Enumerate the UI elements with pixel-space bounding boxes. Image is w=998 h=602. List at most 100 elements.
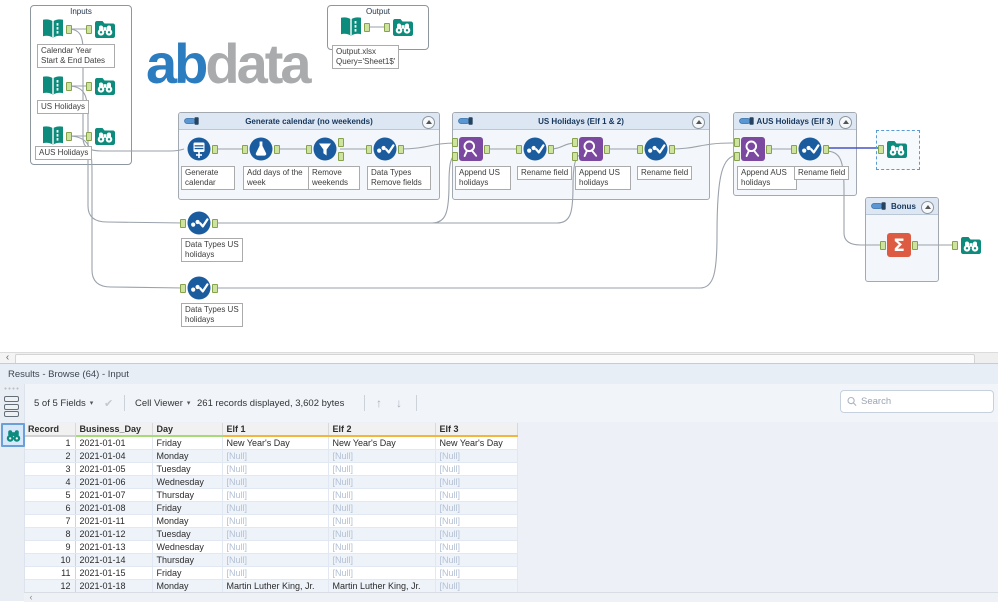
find-replace-tool[interactable] (734, 136, 772, 162)
select-tool[interactable] (637, 136, 675, 162)
table-cell[interactable]: Monday (152, 514, 223, 528)
table-cell[interactable]: [Null] (222, 475, 329, 489)
table-cell[interactable]: [Null] (435, 553, 518, 567)
tool-annotation[interactable]: Rename field (517, 166, 573, 180)
tool-annotation[interactable]: Append AUS holidays (737, 166, 797, 190)
table-cell[interactable]: [Null] (328, 566, 436, 580)
table-cell[interactable]: Friday (152, 501, 223, 515)
tool-annotation[interactable]: Append US holidays (455, 166, 511, 190)
table-cell[interactable]: [Null] (435, 449, 518, 463)
table-cell[interactable]: Friday (152, 566, 223, 580)
browse-tool[interactable] (384, 14, 416, 40)
tool-annotation[interactable]: Data Types Remove fields (367, 166, 431, 190)
table-cell[interactable]: Thursday (152, 553, 223, 567)
search-box[interactable] (840, 390, 994, 413)
select-tool[interactable] (791, 136, 829, 162)
table-cell[interactable]: [Null] (328, 527, 436, 541)
table-cell[interactable]: [Null] (328, 462, 436, 476)
table-cell[interactable]: [Null] (435, 540, 518, 554)
table-cell[interactable]: 2021-01-12 (75, 527, 153, 541)
arrow-up-icon[interactable]: ↑ (376, 396, 382, 410)
column-header[interactable]: Elf 1 (222, 423, 329, 437)
table-cell[interactable]: [Null] (435, 501, 518, 515)
table-cell[interactable]: [Null] (328, 540, 436, 554)
table-cell[interactable]: [Null] (435, 488, 518, 502)
column-header[interactable]: Record (24, 423, 76, 437)
collapse-button[interactable] (692, 115, 705, 129)
table-cell[interactable]: [Null] (328, 514, 436, 528)
summarize-tool[interactable] (880, 232, 918, 258)
select-tool[interactable] (516, 136, 554, 162)
table-cell[interactable]: 2021-01-18 (75, 579, 153, 592)
tool-annotation[interactable]: Rename field (794, 166, 850, 180)
table-cell[interactable]: Martin Luther King, Jr. (222, 579, 329, 592)
table-cell[interactable]: 2021-01-06 (75, 475, 153, 489)
table-cell[interactable]: 5 (24, 488, 76, 502)
tool-annotation[interactable]: Data Types US holidays (181, 303, 243, 327)
find-replace-tool[interactable] (572, 136, 610, 162)
search-input[interactable] (861, 396, 993, 407)
table-cell[interactable]: [Null] (222, 540, 329, 554)
collapse-button[interactable] (839, 115, 852, 129)
table-cell[interactable]: 2021-01-01 (75, 436, 153, 450)
table-cell[interactable]: 2021-01-07 (75, 488, 153, 502)
table-cell[interactable]: Wednesday (152, 540, 223, 554)
collapse-button[interactable] (921, 200, 934, 214)
column-header[interactable]: Day (152, 423, 223, 437)
table-cell[interactable]: [Null] (435, 566, 518, 580)
formula-tool[interactable] (242, 136, 280, 162)
tool-annotation[interactable]: Data Types US holidays (181, 238, 243, 262)
tool-annotation[interactable]: US Holidays (37, 100, 90, 114)
column-header[interactable]: Business_Day (75, 423, 153, 437)
browse-tool-selected[interactable] (878, 136, 910, 162)
table-cell[interactable]: [Null] (222, 488, 329, 502)
table-cell[interactable]: Monday (152, 449, 223, 463)
table-cell[interactable]: [Null] (222, 462, 329, 476)
table-cell[interactable]: Martin Luther King, Jr. (328, 579, 436, 592)
table-cell[interactable]: 6 (24, 501, 76, 515)
fields-dropdown[interactable]: 5 of 5 Fields▾ (34, 397, 94, 409)
table-cell[interactable]: 2021-01-14 (75, 553, 153, 567)
table-cell[interactable]: 2021-01-13 (75, 540, 153, 554)
table-cell[interactable]: 2021-01-04 (75, 449, 153, 463)
tool-annotation[interactable]: AUS Holidays (35, 146, 93, 160)
results-table[interactable]: Record Business_Day Day Elf 1 Elf 2 Elf … (24, 423, 518, 592)
browse-tool[interactable] (86, 123, 118, 149)
menu-icon[interactable] (4, 396, 19, 419)
table-cell[interactable]: 11 (24, 566, 76, 580)
table-cell[interactable]: Tuesday (152, 527, 223, 541)
select-tool[interactable] (366, 136, 404, 162)
apply-check-icon[interactable]: ✔ (104, 397, 114, 410)
table-cell[interactable]: [Null] (435, 527, 518, 541)
table-cell[interactable]: [Null] (328, 501, 436, 515)
table-cell[interactable]: [Null] (222, 514, 329, 528)
scroll-left-button[interactable]: ‹ (24, 593, 38, 602)
table-cell[interactable]: [Null] (328, 488, 436, 502)
table-cell[interactable]: [Null] (222, 501, 329, 515)
tool-annotation[interactable]: Generate calendar (181, 166, 235, 190)
browse-tool[interactable] (86, 73, 118, 99)
workflow-canvas[interactable]: Inputs Output Generate calendar (no week… (0, 0, 998, 352)
scroll-left-button[interactable]: ‹ (0, 353, 15, 364)
table-cell[interactable]: [Null] (222, 553, 329, 567)
browse-tool[interactable] (86, 16, 118, 42)
table-cell[interactable]: 4 (24, 475, 76, 489)
tool-annotation[interactable]: Append US holidays (575, 166, 631, 190)
table-cell[interactable]: [Null] (328, 449, 436, 463)
table-cell[interactable]: 2021-01-08 (75, 501, 153, 515)
table-cell[interactable]: Friday (152, 436, 223, 450)
table-cell[interactable]: Thursday (152, 488, 223, 502)
table-cell[interactable]: 7 (24, 514, 76, 528)
tool-annotation[interactable]: Add days of the week (243, 166, 311, 190)
table-cell[interactable]: 2021-01-15 (75, 566, 153, 580)
